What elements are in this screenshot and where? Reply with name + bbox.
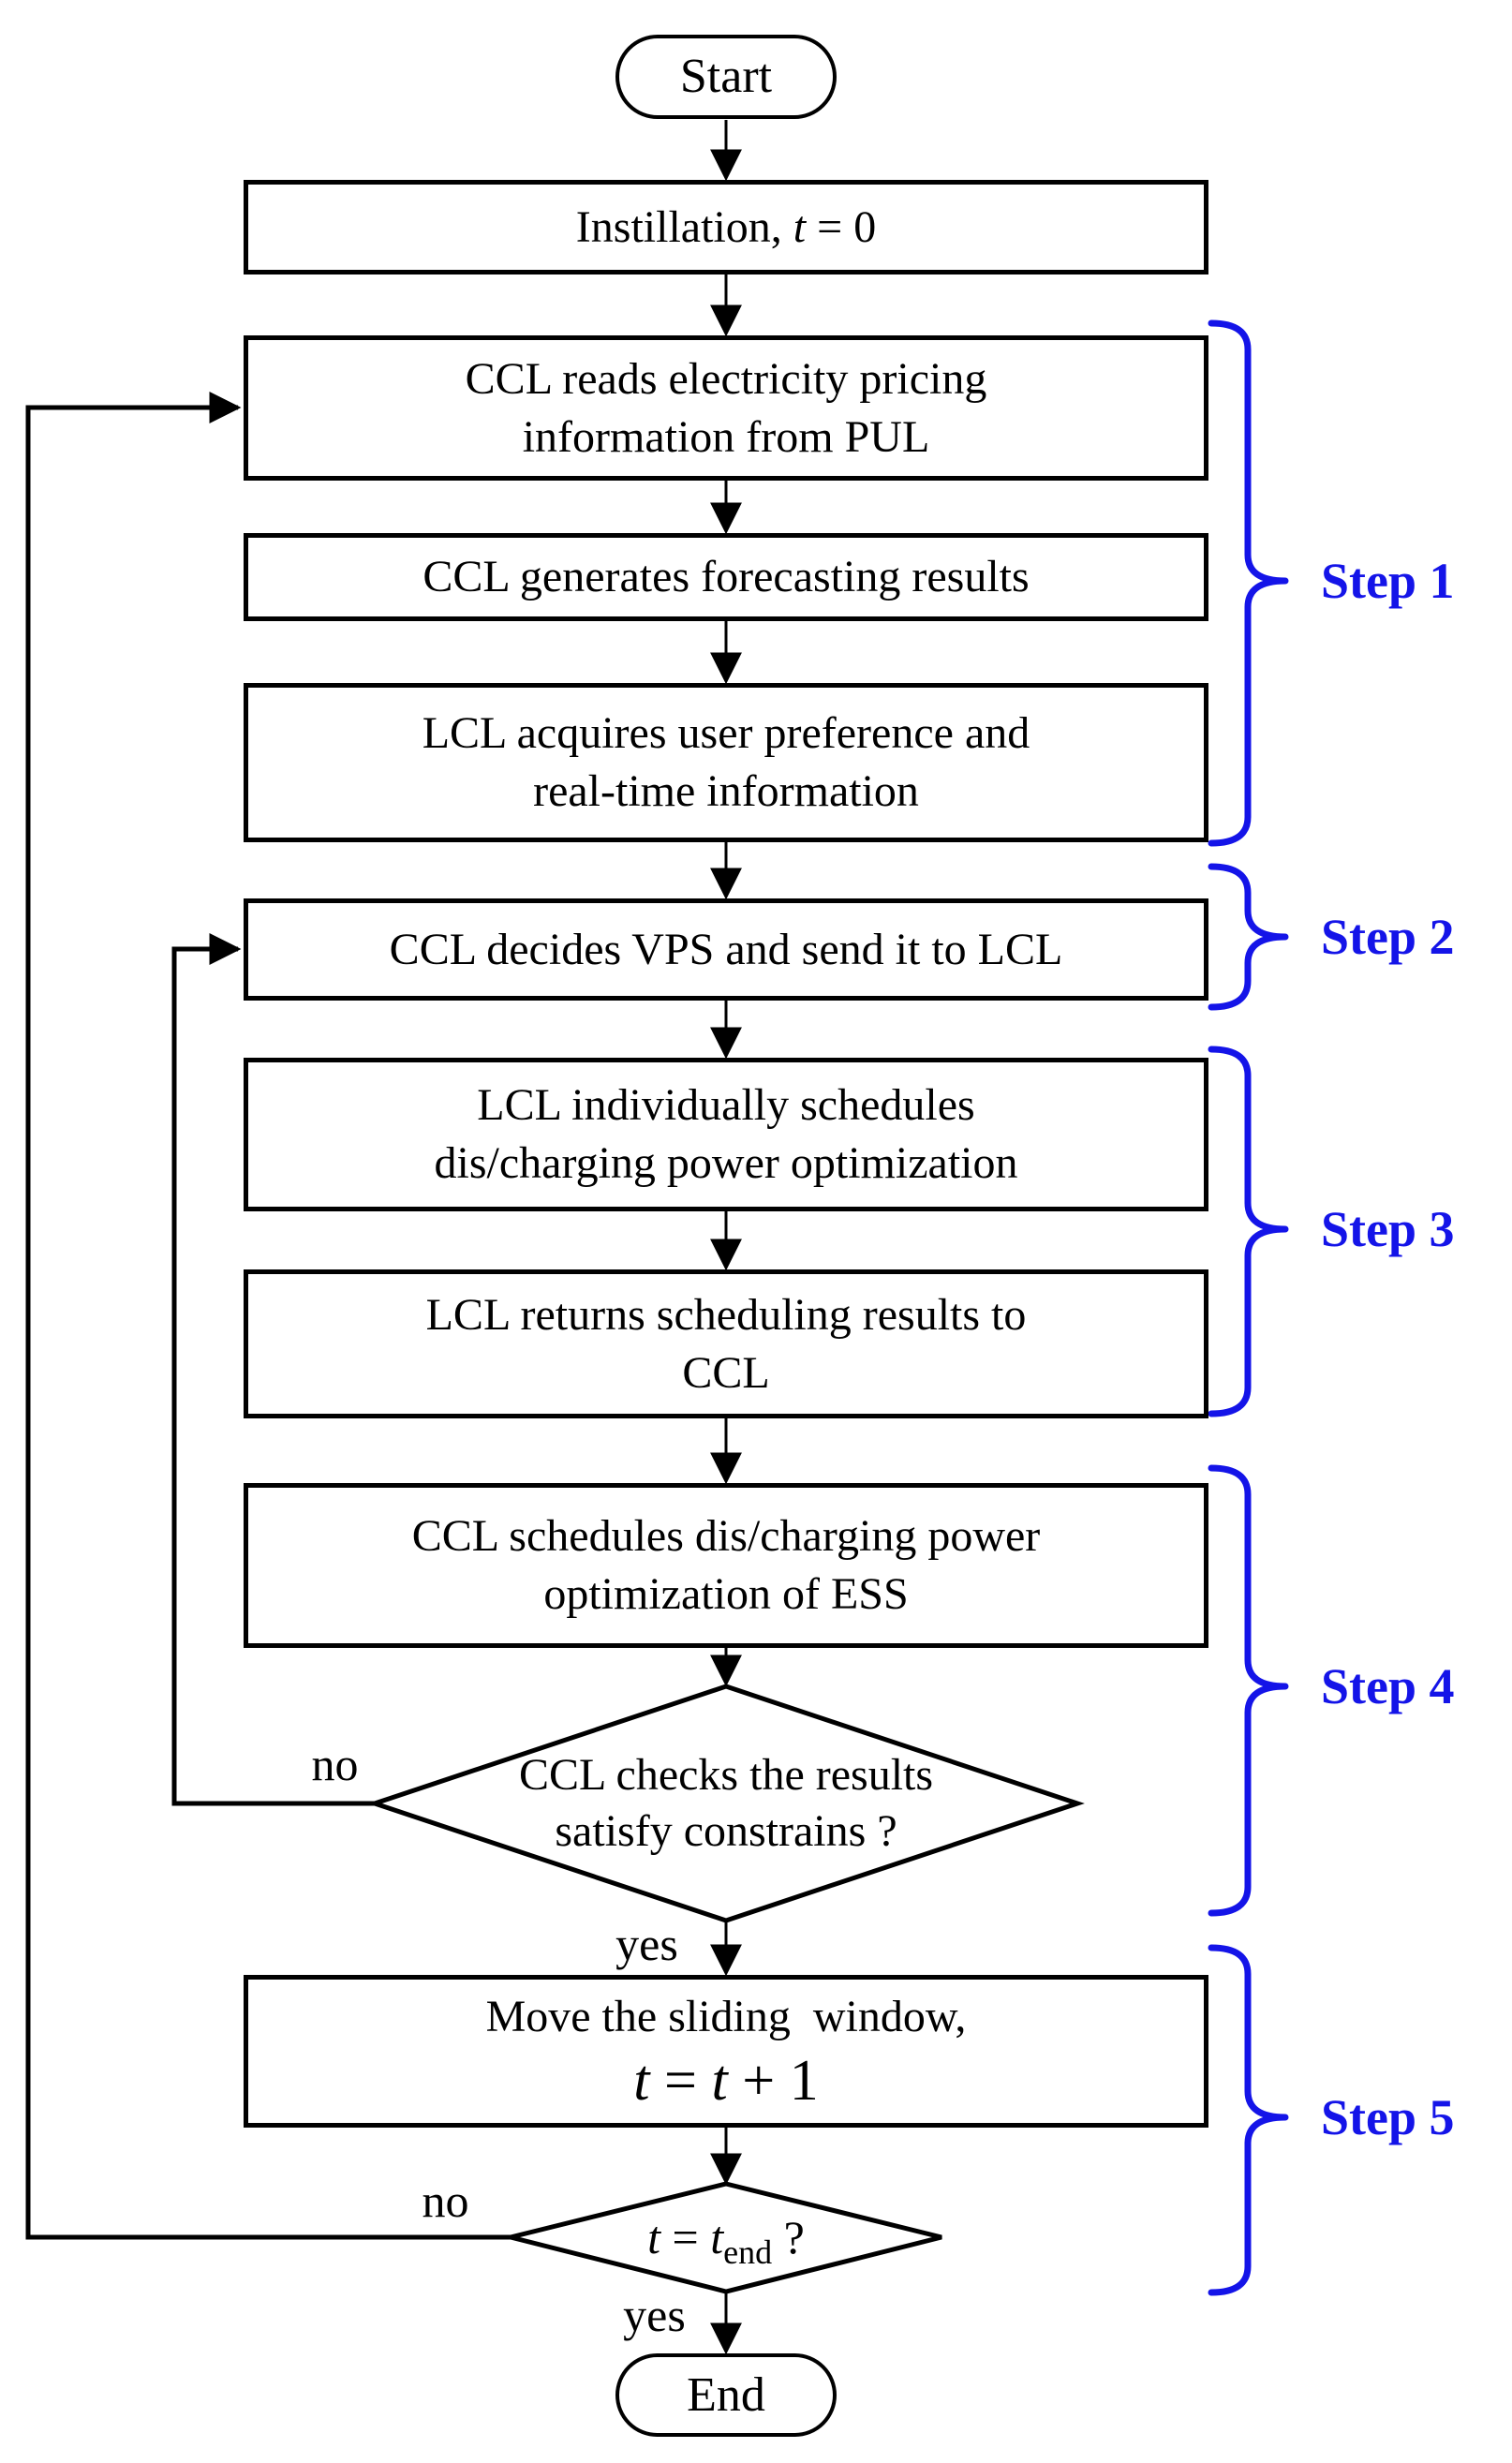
step-4-brace (1208, 1464, 1289, 1917)
node-ccl-decides-vps-label: CCL decides VPS and send it to LCL (389, 924, 1063, 974)
eq-var-t2: t (711, 2048, 728, 2113)
t-end-var-t1: t (647, 2211, 661, 2263)
node-ccl-reads-line2: information from PUL (522, 411, 930, 462)
node-ccl-decides-vps: CCL decides VPS and send it to LCL (244, 898, 1208, 1001)
decision-t-end-diamond (510, 2181, 942, 2294)
node-move-line1: Move the sliding window, (485, 1991, 967, 2041)
node-move-equation: t = t + 1 (633, 2046, 818, 2115)
decision-check-constraints-diamond (367, 1684, 1085, 1923)
node-end-label: End (687, 2367, 765, 2422)
node-ccl-forecasting-label: CCL generates forecasting results (422, 552, 1030, 601)
node-initialization: Instillation, t = 0 (244, 180, 1208, 274)
step-2-brace (1208, 863, 1289, 1011)
node-lcl-schedules-line1: LCL individually schedules (477, 1080, 975, 1130)
init-text: Instillation, (575, 201, 793, 252)
decision-check-line2: satisfy constrains ? (555, 1806, 897, 1856)
feedback-t-end-no-to-read (25, 392, 511, 2240)
feedback-check-no-to-decide (171, 933, 375, 1806)
node-lcl-returns-line1: LCL returns scheduling results to (425, 1289, 1027, 1340)
edge-label-yes-check: yes (615, 1918, 678, 1970)
eq-plus-one: + 1 (727, 2048, 819, 2113)
decision-check-constraints-label: CCL checks the results satisfy constrain… (398, 1743, 1054, 1864)
init-value: = 0 (806, 201, 877, 252)
node-lcl-returns-line2: CCL (682, 1347, 770, 1398)
node-ccl-schedules-ess: CCL schedules dis/charging power optimiz… (244, 1483, 1208, 1648)
step-2-label: Step 2 (1321, 909, 1455, 965)
node-end: End (615, 2353, 837, 2437)
node-start-label: Start (679, 50, 773, 103)
node-lcl-acquires-line2: real-time information (533, 766, 919, 816)
node-start: Start (615, 35, 837, 119)
node-ccl-reads-line1: CCL reads electricity pricing (465, 353, 987, 404)
node-ccl-schedules-ess-line1: CCL schedules dis/charging power (411, 1511, 1041, 1561)
edge-label-no-check: no (311, 1738, 359, 1790)
node-lcl-returns: LCL returns scheduling results to CCL (244, 1269, 1208, 1418)
step-3-label: Step 3 (1321, 1201, 1455, 1257)
node-initialization-label: Instillation, t = 0 (576, 199, 876, 257)
eq-equals: = (649, 2048, 712, 2113)
node-lcl-acquires: LCL acquires user preference and real-ti… (244, 683, 1208, 842)
decision-t-end-expression: t = tend ? (647, 2209, 805, 2269)
init-var-t: t (793, 201, 807, 252)
node-lcl-schedules-line2: dis/charging power optimization (434, 1138, 1018, 1188)
t-end-subscript: end (723, 2233, 773, 2271)
step-1-brace (1208, 319, 1289, 847)
t-end-var-t2: t (710, 2211, 724, 2263)
node-ccl-schedules-ess-line2: optimization of ESS (543, 1569, 909, 1619)
step-5-brace (1208, 1944, 1289, 2296)
eq-var-t1: t (633, 2048, 650, 2113)
t-end-equals: = (660, 2211, 711, 2263)
step-5-label: Step 5 (1321, 2089, 1455, 2145)
step-3-brace (1208, 1046, 1289, 1417)
t-end-question: ? (772, 2211, 805, 2263)
decision-t-end-label: t = tend ? (511, 2203, 941, 2271)
step-1-label: Step 1 (1321, 553, 1455, 609)
node-lcl-schedules: LCL individually schedules dis/charging … (244, 1058, 1208, 1211)
decision-check-line1: CCL checks the results (518, 1750, 934, 1800)
node-lcl-acquires-line1: LCL acquires user preference and (422, 708, 1030, 758)
step-4-label: Step 4 (1321, 1658, 1455, 1714)
node-ccl-reads-pricing: CCL reads electricity pricing informatio… (244, 335, 1208, 481)
node-move-sliding-window: Move the sliding window, t = t + 1 (244, 1975, 1208, 2128)
edge-label-yes-t-end: yes (623, 2289, 686, 2341)
node-ccl-forecasting: CCL generates forecasting results (244, 533, 1208, 621)
edge-label-no-t-end: no (422, 2174, 469, 2227)
